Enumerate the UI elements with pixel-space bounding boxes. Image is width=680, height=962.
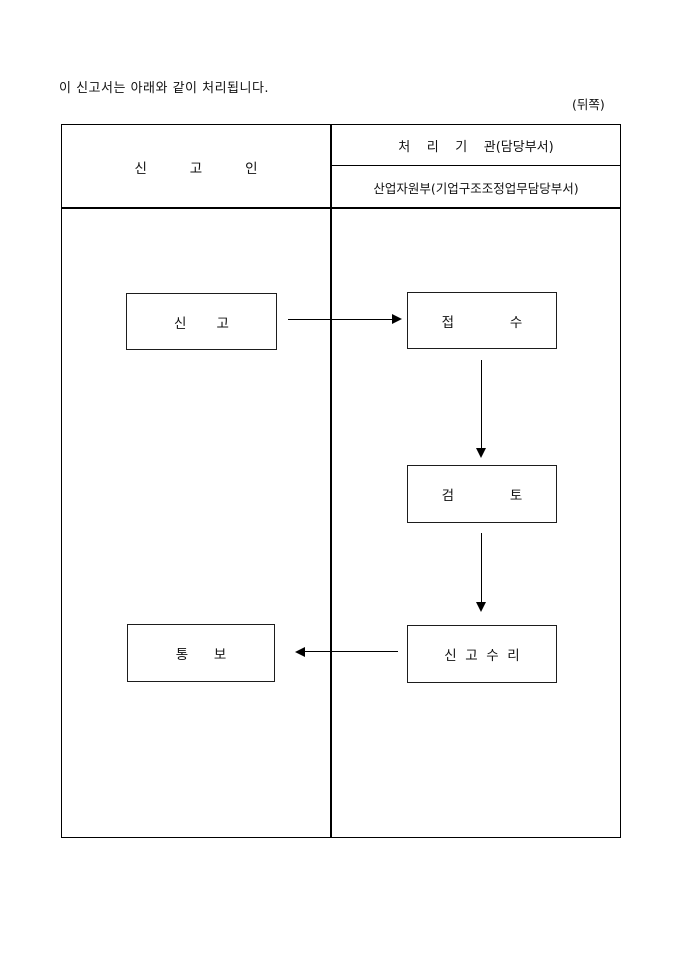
arrow-down-head-icon bbox=[476, 602, 486, 612]
processing-note: 이 신고서는 아래와 같이 처리됩니다. bbox=[59, 81, 270, 96]
agency-subheader-divider bbox=[331, 165, 620, 167]
arrow-line bbox=[481, 533, 483, 602]
flow-box-notification: 통 보 bbox=[127, 624, 275, 682]
flow-box-acceptance: 신 고 수 리 bbox=[407, 625, 557, 683]
agency-column-header: 처 리 기 관(담당부서) bbox=[398, 139, 554, 155]
flow-box-report-label: 신 고 bbox=[174, 315, 229, 332]
table-column-divider bbox=[330, 125, 332, 837]
arrow-line bbox=[305, 651, 398, 653]
flow-box-receipt-label: 접 수 bbox=[441, 314, 523, 331]
flow-box-review: 검 토 bbox=[407, 465, 557, 523]
flow-box-report: 신 고 bbox=[126, 293, 277, 350]
arrow-line bbox=[481, 360, 483, 448]
flow-box-notification-label: 통 보 bbox=[175, 647, 227, 663]
agency-name-cell: 산업자원부(기업구조조정업무담당부서) bbox=[373, 180, 579, 196]
arrow-left-head-icon bbox=[295, 646, 305, 657]
arrow-right-head-icon bbox=[392, 314, 402, 324]
arrow-line bbox=[288, 319, 392, 321]
flow-box-acceptance-label: 신 고 수 리 bbox=[444, 648, 520, 664]
flow-box-receipt: 접 수 bbox=[407, 292, 557, 349]
declarant-column-header: 신 고 인 bbox=[134, 160, 258, 177]
flow-box-review-label: 검 토 bbox=[441, 488, 523, 504]
arrow-down-head-icon bbox=[476, 448, 486, 458]
back-side-label: (뒤쪽) bbox=[572, 97, 605, 112]
table-header-bottom-border bbox=[62, 207, 620, 209]
